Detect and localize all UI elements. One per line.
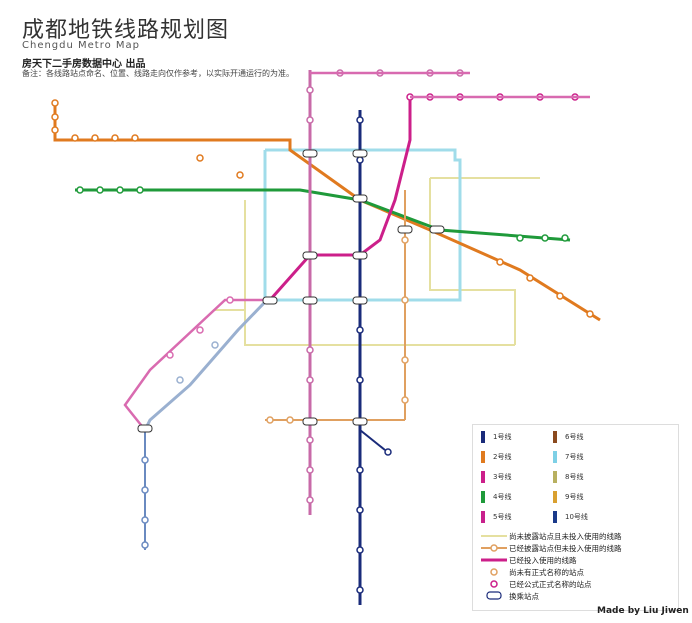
- legend: 1号线 2号线 3号线 4号线 5号线 6号线 7号线 8号线 9号线 10号线…: [472, 424, 679, 611]
- legend-disclosed: 已经披露站点但未投入使用的线路: [509, 544, 622, 553]
- legend-line-2: 2号线: [481, 451, 511, 463]
- legend-symbols: [481, 535, 507, 600]
- interchange-stations: [137, 149, 445, 433]
- legend-interchange: 换乘站点: [509, 592, 539, 601]
- legend-line-6: 6号线: [553, 431, 583, 443]
- line-6-path: [265, 190, 406, 421]
- legend-line-5: 5号线: [481, 511, 511, 523]
- legend-named-station: 已经公式正式名称的站点: [509, 580, 592, 589]
- legend-line-1: 1号线: [481, 431, 511, 443]
- legend-in-service: 已经投入使用的线路: [509, 556, 577, 565]
- publisher-label: 房天下二手房数据中心 出品: [22, 59, 146, 70]
- line-10-south-path: [359, 429, 386, 451]
- page-title: 成都地铁线路规划图: [22, 18, 230, 43]
- line-10-path: [143, 300, 267, 431]
- legend-line-3: 3号线: [481, 471, 511, 483]
- legend-line-9: 9号线: [553, 491, 583, 503]
- line-8-path: [215, 177, 540, 346]
- line-4-path: [75, 188, 571, 242]
- legend-line-4: 4号线: [481, 491, 511, 503]
- legend-undisclosed: 尚未披露站点且未投入使用的线路: [509, 532, 622, 541]
- page-subtitle: Chengdu Metro Map: [22, 40, 141, 51]
- legend-unnamed-station: 尚未有正式名称的站点: [509, 568, 584, 577]
- legend-line-10: 10号线: [553, 511, 588, 523]
- line-5-north-path: [310, 71, 590, 99]
- line-2-path: [53, 100, 601, 322]
- author-credit: Made by Liu Jiwen: [597, 606, 689, 616]
- legend-line-7: 7号线: [553, 451, 583, 463]
- line-3-branch-path: [123, 298, 270, 431]
- disclaimer-note: 备注：各线路站点命名、位置、线路走向仅作参考，以实际开通运行的为准。: [22, 69, 294, 78]
- legend-line-8: 8号线: [553, 471, 583, 483]
